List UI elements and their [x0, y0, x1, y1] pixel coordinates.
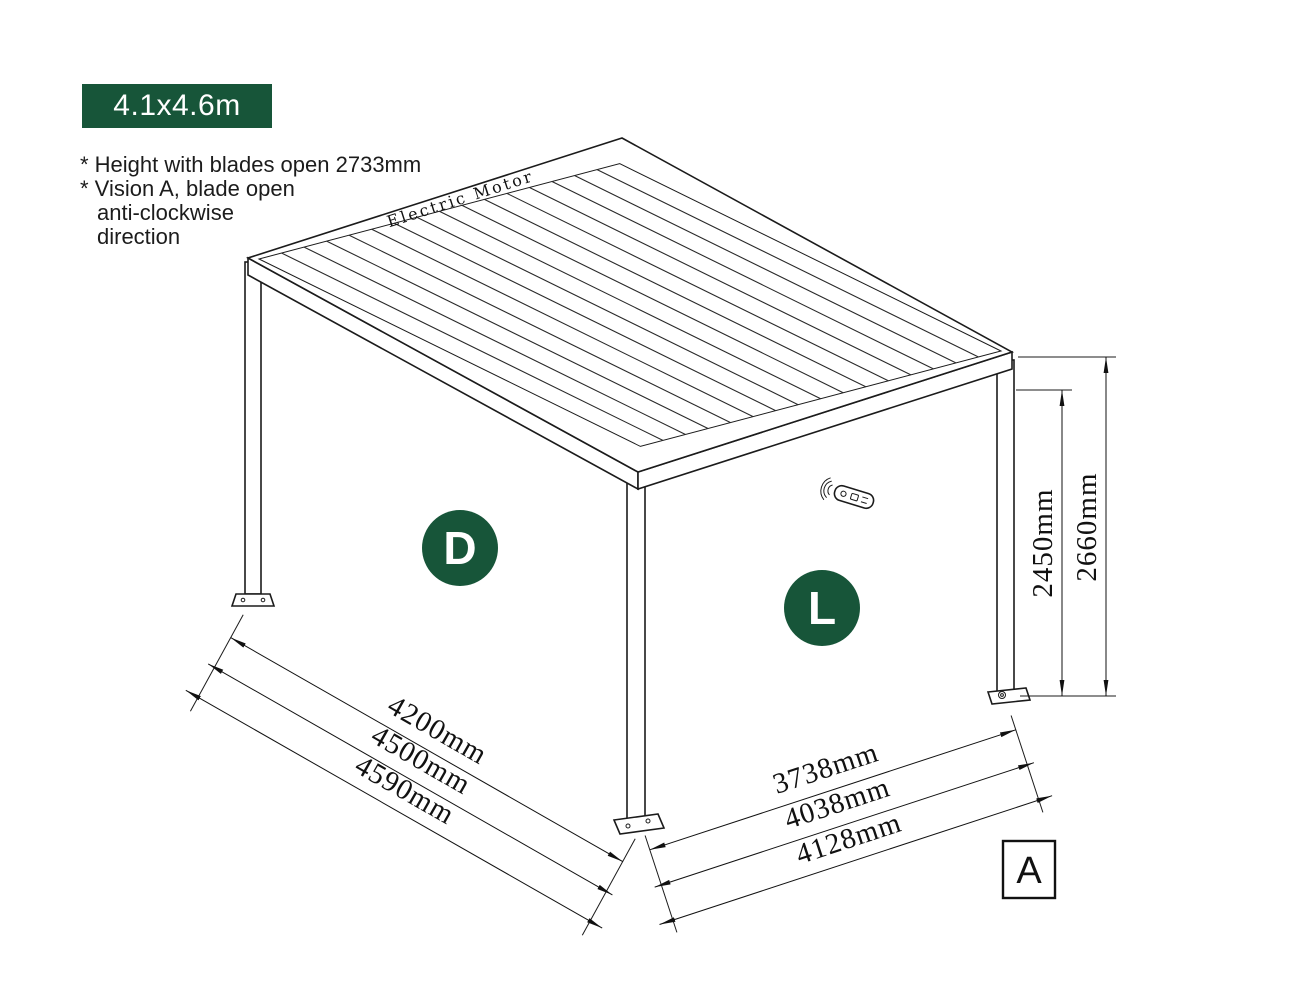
zone-l-label: L: [808, 582, 836, 634]
remote-signal-wave: [820, 477, 831, 501]
right-post: [996, 359, 1015, 697]
remote-button: [850, 493, 859, 502]
extension-line: [189, 614, 244, 712]
front-post: [626, 479, 646, 821]
vision-marker-box: [1001, 839, 1057, 900]
vision-marker: A: [1001, 839, 1057, 900]
dim-label-height-inner: 2450mm: [1027, 488, 1059, 597]
extension-line: [644, 835, 678, 933]
left-foot-bolt: [260, 597, 266, 603]
dim-line-width-outer: [659, 795, 1053, 925]
note-vision-cont: anti-clockwise: [97, 200, 234, 225]
remote-control-icon: [820, 477, 875, 510]
width-dimensions: 3738mm 4038mm 4128mm: [644, 715, 1053, 933]
remote-body: [833, 484, 875, 510]
note-vision-cont: direction: [97, 224, 181, 249]
notes: * Height with blades open 2733mm * Visio…: [80, 153, 421, 249]
remote-signal-wave: [827, 484, 833, 496]
louvered-roof: Electric Motor: [245, 137, 1015, 473]
right-foot-bolt: [1000, 693, 1004, 697]
remote-signal-wave: [823, 480, 832, 499]
note-height-open: * Height with blades open 2733mm: [80, 152, 422, 177]
dim-line-depth-outer: [185, 689, 603, 929]
zone-d-circle: [422, 510, 498, 586]
right-post-foot: [986, 687, 1032, 705]
zone-markers: D L: [422, 510, 860, 646]
remote-button: [862, 496, 869, 500]
front-foot-bolt: [625, 823, 631, 829]
roof-inner-frame: [257, 163, 1003, 447]
dim-label-height-outer: 2660mm: [1071, 472, 1103, 581]
front-post-foot: [612, 813, 666, 835]
right-foot-anchor: [998, 691, 1006, 699]
height-dimensions: 2450mm 2660mm: [1016, 356, 1116, 697]
vision-marker-letter: A: [1016, 850, 1042, 892]
zone-d-label: D: [443, 522, 476, 574]
zone-l-circle: [784, 570, 860, 646]
left-foot-bolt: [240, 597, 246, 603]
posts: [230, 261, 1032, 835]
left-post-foot: [230, 593, 276, 607]
left-post: [244, 261, 262, 595]
remote-button: [840, 490, 847, 497]
size-badge: 4.1x4.6m: [82, 84, 272, 128]
depth-dimensions: 4200mm 4500mm 4590mm: [185, 614, 636, 936]
roof-louver-blades: [281, 169, 979, 441]
note-vision: * Vision A, blade open: [80, 176, 295, 201]
remote-button: [860, 501, 867, 504]
